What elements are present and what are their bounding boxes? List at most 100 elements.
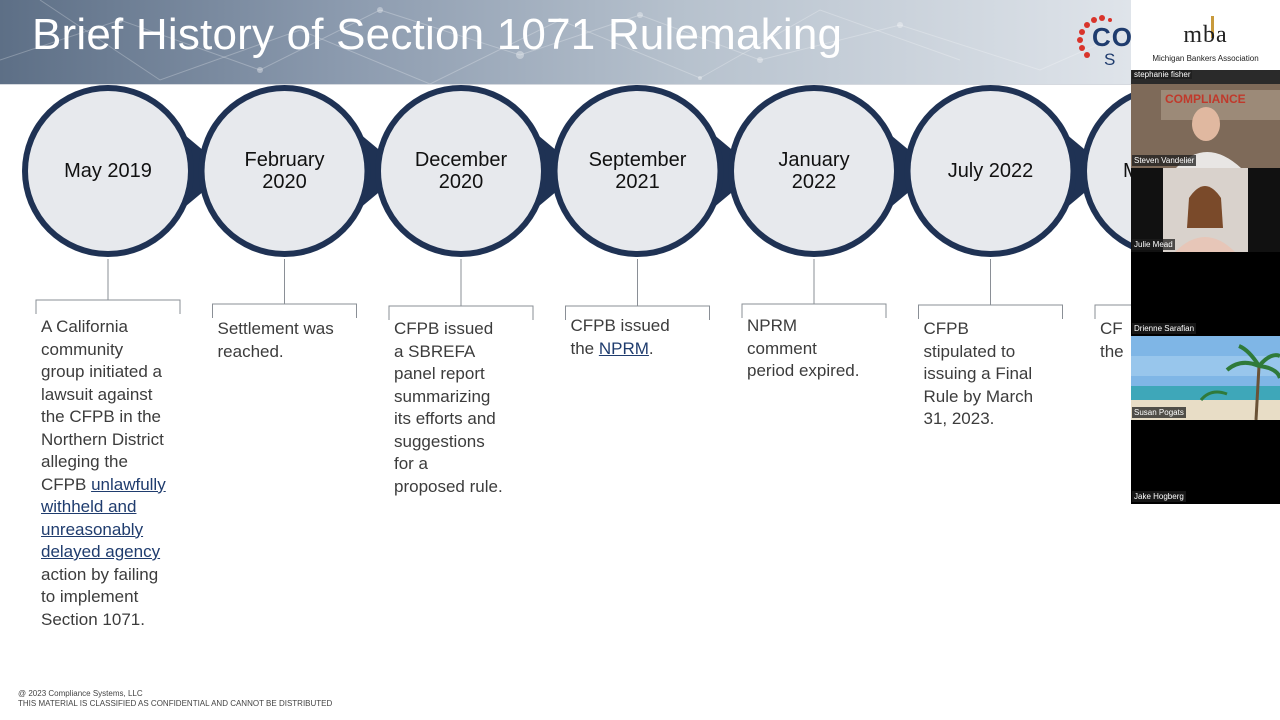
timeline-bracket bbox=[212, 303, 357, 318]
description-line: delayed agency bbox=[41, 542, 161, 561]
slide-title: Brief History of Section 1071 Rulemaking bbox=[32, 10, 843, 59]
description-line: action by failing bbox=[41, 564, 159, 584]
timeline-date-line: February bbox=[244, 149, 325, 171]
description-line: unreasonably bbox=[41, 519, 144, 539]
timeline-date: July 2022 bbox=[916, 160, 1066, 182]
presentation-slide: Brief History of Section 1071 Rulemaking… bbox=[0, 0, 1131, 709]
logo-text-top: CO bbox=[1092, 22, 1131, 52]
timeline-date-line: 2020 bbox=[262, 171, 307, 193]
slide-footer: @ 2023 Compliance Systems, LLC THIS MATE… bbox=[18, 689, 332, 709]
footer-confidential: THIS MATERIAL IS CLASSIFIED AS CONFIDENT… bbox=[18, 699, 333, 708]
timeline-graphic bbox=[22, 85, 1131, 320]
footer-copyright: @ 2023 Compliance Systems, LLC bbox=[18, 689, 143, 698]
mba-org-name: Michigan Bankers Association bbox=[1152, 54, 1259, 63]
participant-name: stephanie fisher bbox=[1132, 70, 1193, 79]
timeline-date-line: 2022 bbox=[791, 171, 837, 193]
description-line: withheld and bbox=[41, 497, 137, 516]
description-line: Section 1071. bbox=[41, 609, 145, 629]
participant-video-icon bbox=[1131, 84, 1280, 168]
timeline-date-line: December bbox=[414, 149, 508, 171]
timeline-bracket bbox=[388, 305, 534, 320]
timeline-date-line: M bbox=[1123, 160, 1131, 182]
timeline-date-line: January bbox=[778, 149, 850, 171]
description-line: reached. bbox=[217, 341, 284, 361]
timeline-node bbox=[381, 91, 541, 251]
header-network-pattern bbox=[0, 0, 1131, 84]
description-line: summarizing bbox=[394, 386, 491, 406]
description-line: Settlement was bbox=[217, 319, 334, 338]
participant-name: Julie Mead bbox=[1132, 239, 1175, 250]
description-line: panel report bbox=[394, 364, 485, 383]
timeline-date-line: 2021 bbox=[615, 171, 660, 193]
description-line: suggestions bbox=[394, 431, 485, 451]
compliance-systems-logo: CO S Y bbox=[1074, 10, 1131, 70]
description-line: lawsuit against bbox=[41, 384, 153, 404]
header-divider bbox=[0, 84, 1131, 85]
logo-text-bottom: S Y bbox=[1104, 50, 1122, 69]
timeline-description: CFPB issued a SBREFA panel report summarizi… bbox=[394, 318, 503, 498]
participant-tile[interactable]: Julie Mead bbox=[1131, 168, 1280, 252]
timeline-node bbox=[557, 91, 718, 251]
participant-tile[interactable]: Drienne Sarafian bbox=[1131, 252, 1280, 336]
description-line: the NPRM. bbox=[570, 338, 654, 358]
mba-logo-text: mba bbox=[1183, 22, 1228, 48]
timeline-date-line: 2020 bbox=[438, 171, 484, 193]
description-line: NPRM bbox=[747, 316, 798, 335]
timeline-bracket bbox=[35, 299, 181, 314]
description-line: group initiated a bbox=[41, 362, 162, 381]
participant-tile[interactable]: stephanie fisher bbox=[1131, 70, 1280, 84]
mba-bar-icon bbox=[1211, 16, 1214, 38]
description-line: CFPB bbox=[923, 319, 969, 338]
description-line: proposed rule. bbox=[394, 476, 503, 496]
participant-name: Steven Vandelier bbox=[1132, 155, 1197, 166]
participants-panel: mba Michigan Bankers Association stephan… bbox=[1131, 0, 1280, 720]
participant-tile[interactable]: Jake Hogberg bbox=[1131, 420, 1280, 504]
timeline-description: Settlement was reached. bbox=[218, 318, 334, 363]
timeline-date-line: July 2022 bbox=[947, 160, 1034, 182]
participant-name: Susan Pogats bbox=[1132, 407, 1186, 418]
timeline-bracket bbox=[918, 304, 1063, 319]
timeline-date: May 2019 bbox=[33, 160, 183, 182]
timeline-node bbox=[204, 91, 365, 251]
description-line: the bbox=[1100, 341, 1124, 361]
timeline-node bbox=[910, 91, 1071, 251]
description-line: for a bbox=[394, 454, 429, 473]
description-line: A California bbox=[41, 317, 128, 336]
description-line: comment bbox=[747, 338, 817, 358]
description-line: CFPB issued bbox=[570, 316, 670, 335]
participant-tile[interactable]: COMPLIANCE Steven Vandelier bbox=[1131, 84, 1280, 168]
description-line: period expired. bbox=[747, 361, 860, 380]
description-line: community bbox=[41, 339, 124, 359]
description-line: issuing a Final bbox=[923, 364, 1033, 383]
mba-logo: mba Michigan Bankers Association bbox=[1131, 0, 1280, 70]
participant-tile[interactable]: Susan Pogats bbox=[1131, 336, 1280, 420]
description-line: Northern District bbox=[41, 429, 164, 449]
timeline-description: CF the bbox=[1100, 318, 1124, 363]
timeline-description: A California community group initiated a la… bbox=[41, 316, 166, 631]
participant-name: Drienne Sarafian bbox=[1132, 323, 1197, 334]
timeline-date-line: September bbox=[588, 149, 687, 171]
description-line: stipulated to bbox=[923, 341, 1016, 361]
participant-name: Jake Hogberg bbox=[1132, 491, 1186, 502]
timeline-description: NPRM comment period expired. bbox=[747, 315, 859, 383]
description-line: CFPB unlawfully bbox=[41, 474, 166, 494]
description-line: CF bbox=[1100, 319, 1123, 338]
timeline-bracket bbox=[741, 303, 887, 318]
panel-empty-area bbox=[1131, 504, 1280, 720]
timeline-date: M bbox=[1123, 160, 1131, 182]
description-line: a SBREFA bbox=[394, 341, 476, 361]
logo-dots-icon bbox=[1077, 15, 1112, 58]
timeline-node bbox=[734, 91, 894, 251]
timeline-date-line: May 2019 bbox=[64, 160, 152, 182]
description-line: its efforts and bbox=[394, 409, 496, 428]
description-line: CFPB issued bbox=[394, 319, 494, 338]
description-line: alleging the bbox=[41, 452, 128, 471]
timeline-node bbox=[28, 91, 188, 251]
video-wall-text: COMPLIANCE bbox=[1165, 92, 1246, 106]
participant-video-icon bbox=[1131, 168, 1280, 252]
